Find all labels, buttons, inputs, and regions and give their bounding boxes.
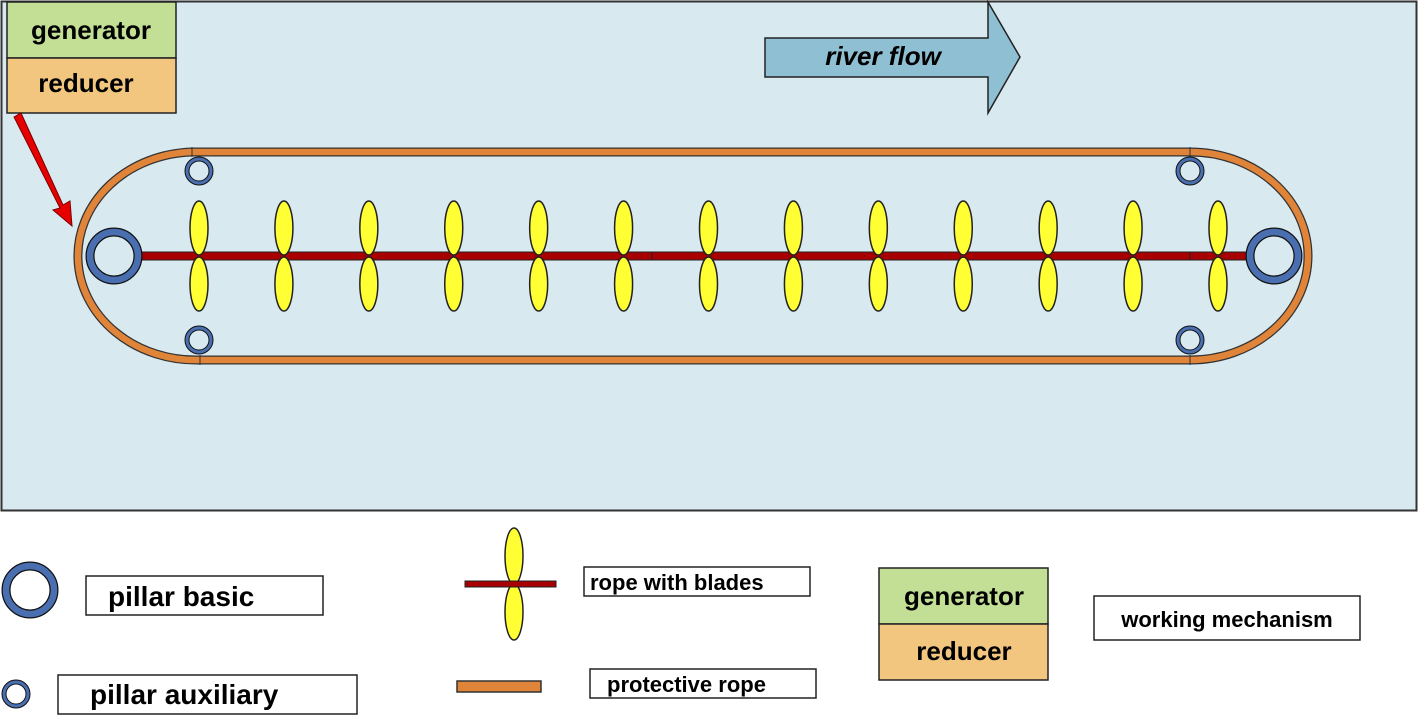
blade	[1123, 200, 1143, 256]
blade-pair	[1123, 200, 1143, 312]
blade	[274, 200, 294, 256]
reducer-label: reducer	[38, 68, 133, 98]
generator-box	[6, 1, 177, 59]
blade-pair	[528, 200, 549, 312]
blade-pair	[444, 200, 464, 312]
blade-pair	[359, 200, 379, 312]
blade	[528, 200, 549, 256]
blade	[868, 256, 889, 312]
legend-pillar-auxiliary-box	[57, 674, 358, 715]
legend-reducer-label: reducer	[916, 636, 1011, 666]
blade	[1038, 256, 1058, 312]
blade	[868, 200, 889, 256]
legend-protective-rope-box	[589, 668, 817, 699]
blade	[1123, 256, 1143, 312]
blade	[359, 256, 379, 312]
blade	[613, 256, 634, 312]
blade	[189, 200, 209, 256]
blade	[1038, 200, 1058, 256]
blade-pair	[613, 200, 634, 312]
pillar-auxiliary-top-left	[184, 156, 214, 186]
protective-rope-loop	[73, 147, 1313, 365]
legend-rope-with-blades-label: rope with blades	[590, 570, 764, 595]
legend-rope-with-blades-icon	[464, 527, 557, 641]
pillar-auxiliary-top-right	[1175, 156, 1205, 186]
legend-working-mechanism-box	[1093, 595, 1361, 641]
legend-rope-with-blades-box	[583, 566, 811, 597]
blade	[698, 200, 719, 256]
blade	[1208, 256, 1228, 312]
pillar-auxiliary-bottom-left	[184, 325, 214, 355]
pillar-auxiliary-bottom-right	[1175, 325, 1205, 355]
blade	[783, 200, 804, 256]
legend: pillar basic pillar auxiliary rope with …	[1, 527, 1361, 715]
legend-protective-rope-label: protective rope	[607, 672, 766, 697]
legend-protective-rope-icon	[456, 680, 542, 693]
blade-pair	[189, 200, 209, 312]
blade-pair	[868, 200, 889, 312]
rope-with-blades	[139, 200, 1249, 312]
river-flow-label: river flow	[825, 41, 942, 71]
generator-label: generator	[31, 15, 151, 45]
blade	[1208, 200, 1228, 256]
legend-pillar-auxiliary-icon	[1, 679, 31, 709]
blade	[698, 256, 719, 312]
legend-working-mechanism-label: working mechanism	[1120, 607, 1333, 632]
blade	[444, 256, 464, 312]
legend-pillar-auxiliary-label: pillar auxiliary	[90, 679, 279, 710]
pillar-basic-right	[1245, 227, 1303, 285]
blade	[953, 256, 973, 312]
blade	[528, 256, 549, 312]
blade	[613, 200, 634, 256]
pointer-arrow-icon	[13, 112, 73, 228]
legend-pillar-basic-icon	[1, 561, 59, 619]
blade-pair	[1038, 200, 1058, 312]
blade-pair	[783, 200, 804, 312]
reducer-box	[6, 57, 177, 114]
blade-pair	[953, 200, 973, 312]
pillar-basic-left	[85, 227, 143, 285]
blade	[359, 200, 379, 256]
legend-pillar-basic-label: pillar basic	[108, 581, 254, 612]
blade-pair	[698, 200, 719, 312]
river-flow-arrow: river flow	[764, 0, 1021, 116]
blade-pair	[274, 200, 294, 312]
blade	[783, 256, 804, 312]
legend-pillar-basic-box	[85, 575, 324, 616]
legend-working-mechanism-icon: generator reducer	[878, 567, 1049, 681]
working-mechanism-box: generator reducer	[6, 1, 177, 114]
blade	[444, 200, 464, 256]
legend-generator-label: generator	[904, 581, 1024, 611]
blade	[953, 200, 973, 256]
blade	[189, 256, 209, 312]
blade-pair	[1208, 200, 1228, 312]
blade	[274, 256, 294, 312]
